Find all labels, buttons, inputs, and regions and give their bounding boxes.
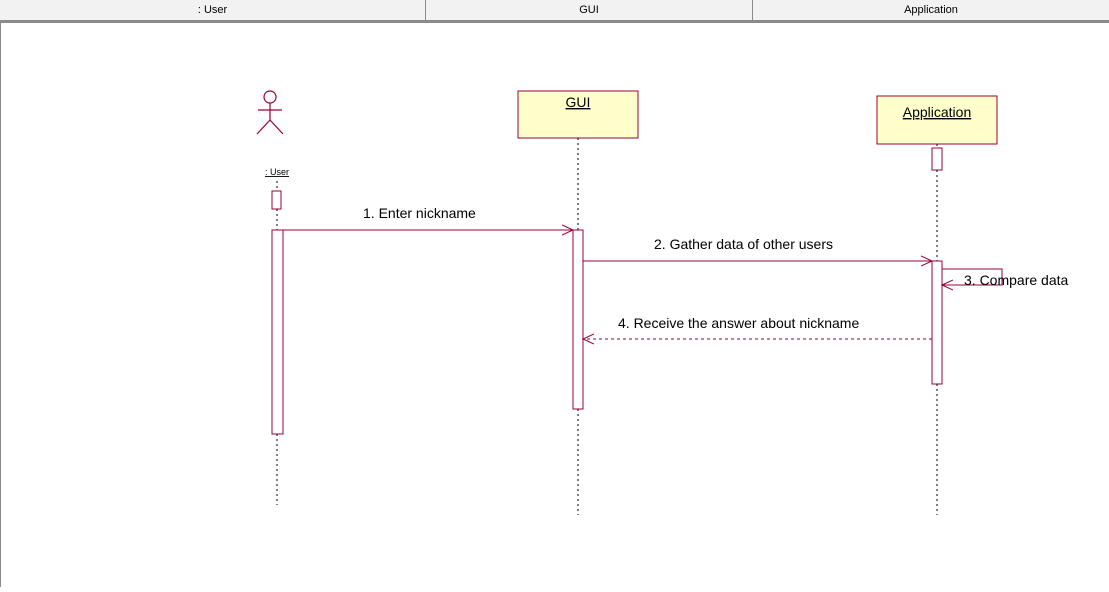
lifeline-header-bar: : User GUI Application: [0, 0, 1109, 23]
message-1-label: 1. Enter nickname: [363, 205, 476, 221]
activation-gui[interactable]: [572, 229, 584, 410]
object-gui-box[interactable]: [517, 90, 639, 139]
actor-user-icon[interactable]: [256, 90, 284, 135]
activation-application[interactable]: [931, 260, 943, 385]
activation-user[interactable]: [271, 229, 284, 435]
message-2-label: 2. Gather data of other users: [654, 236, 833, 252]
activation-application-small[interactable]: [931, 147, 943, 171]
activation-user-small[interactable]: [271, 190, 282, 210]
message-3-label: 3. Compare data: [964, 272, 1068, 288]
message-4-label: 4. Receive the answer about nickname: [618, 315, 859, 331]
header-cell-application[interactable]: Application: [904, 4, 958, 16]
header-cell-gui[interactable]: GUI: [426, 0, 753, 20]
object-gui-label: GUI: [566, 94, 591, 110]
message-3-arrow[interactable]: [942, 268, 1003, 285]
diagram-canvas: : User GUI Application 1. Enter nickname…: [0, 23, 1109, 587]
object-application-box[interactable]: [876, 95, 998, 145]
header-cell-user[interactable]: : User: [0, 0, 426, 20]
sequence-diagram: : User GUI Application 1. Enter nickname…: [256, 90, 1068, 515]
actor-user-label: : User: [265, 167, 289, 177]
object-application-label: Application: [903, 104, 972, 120]
